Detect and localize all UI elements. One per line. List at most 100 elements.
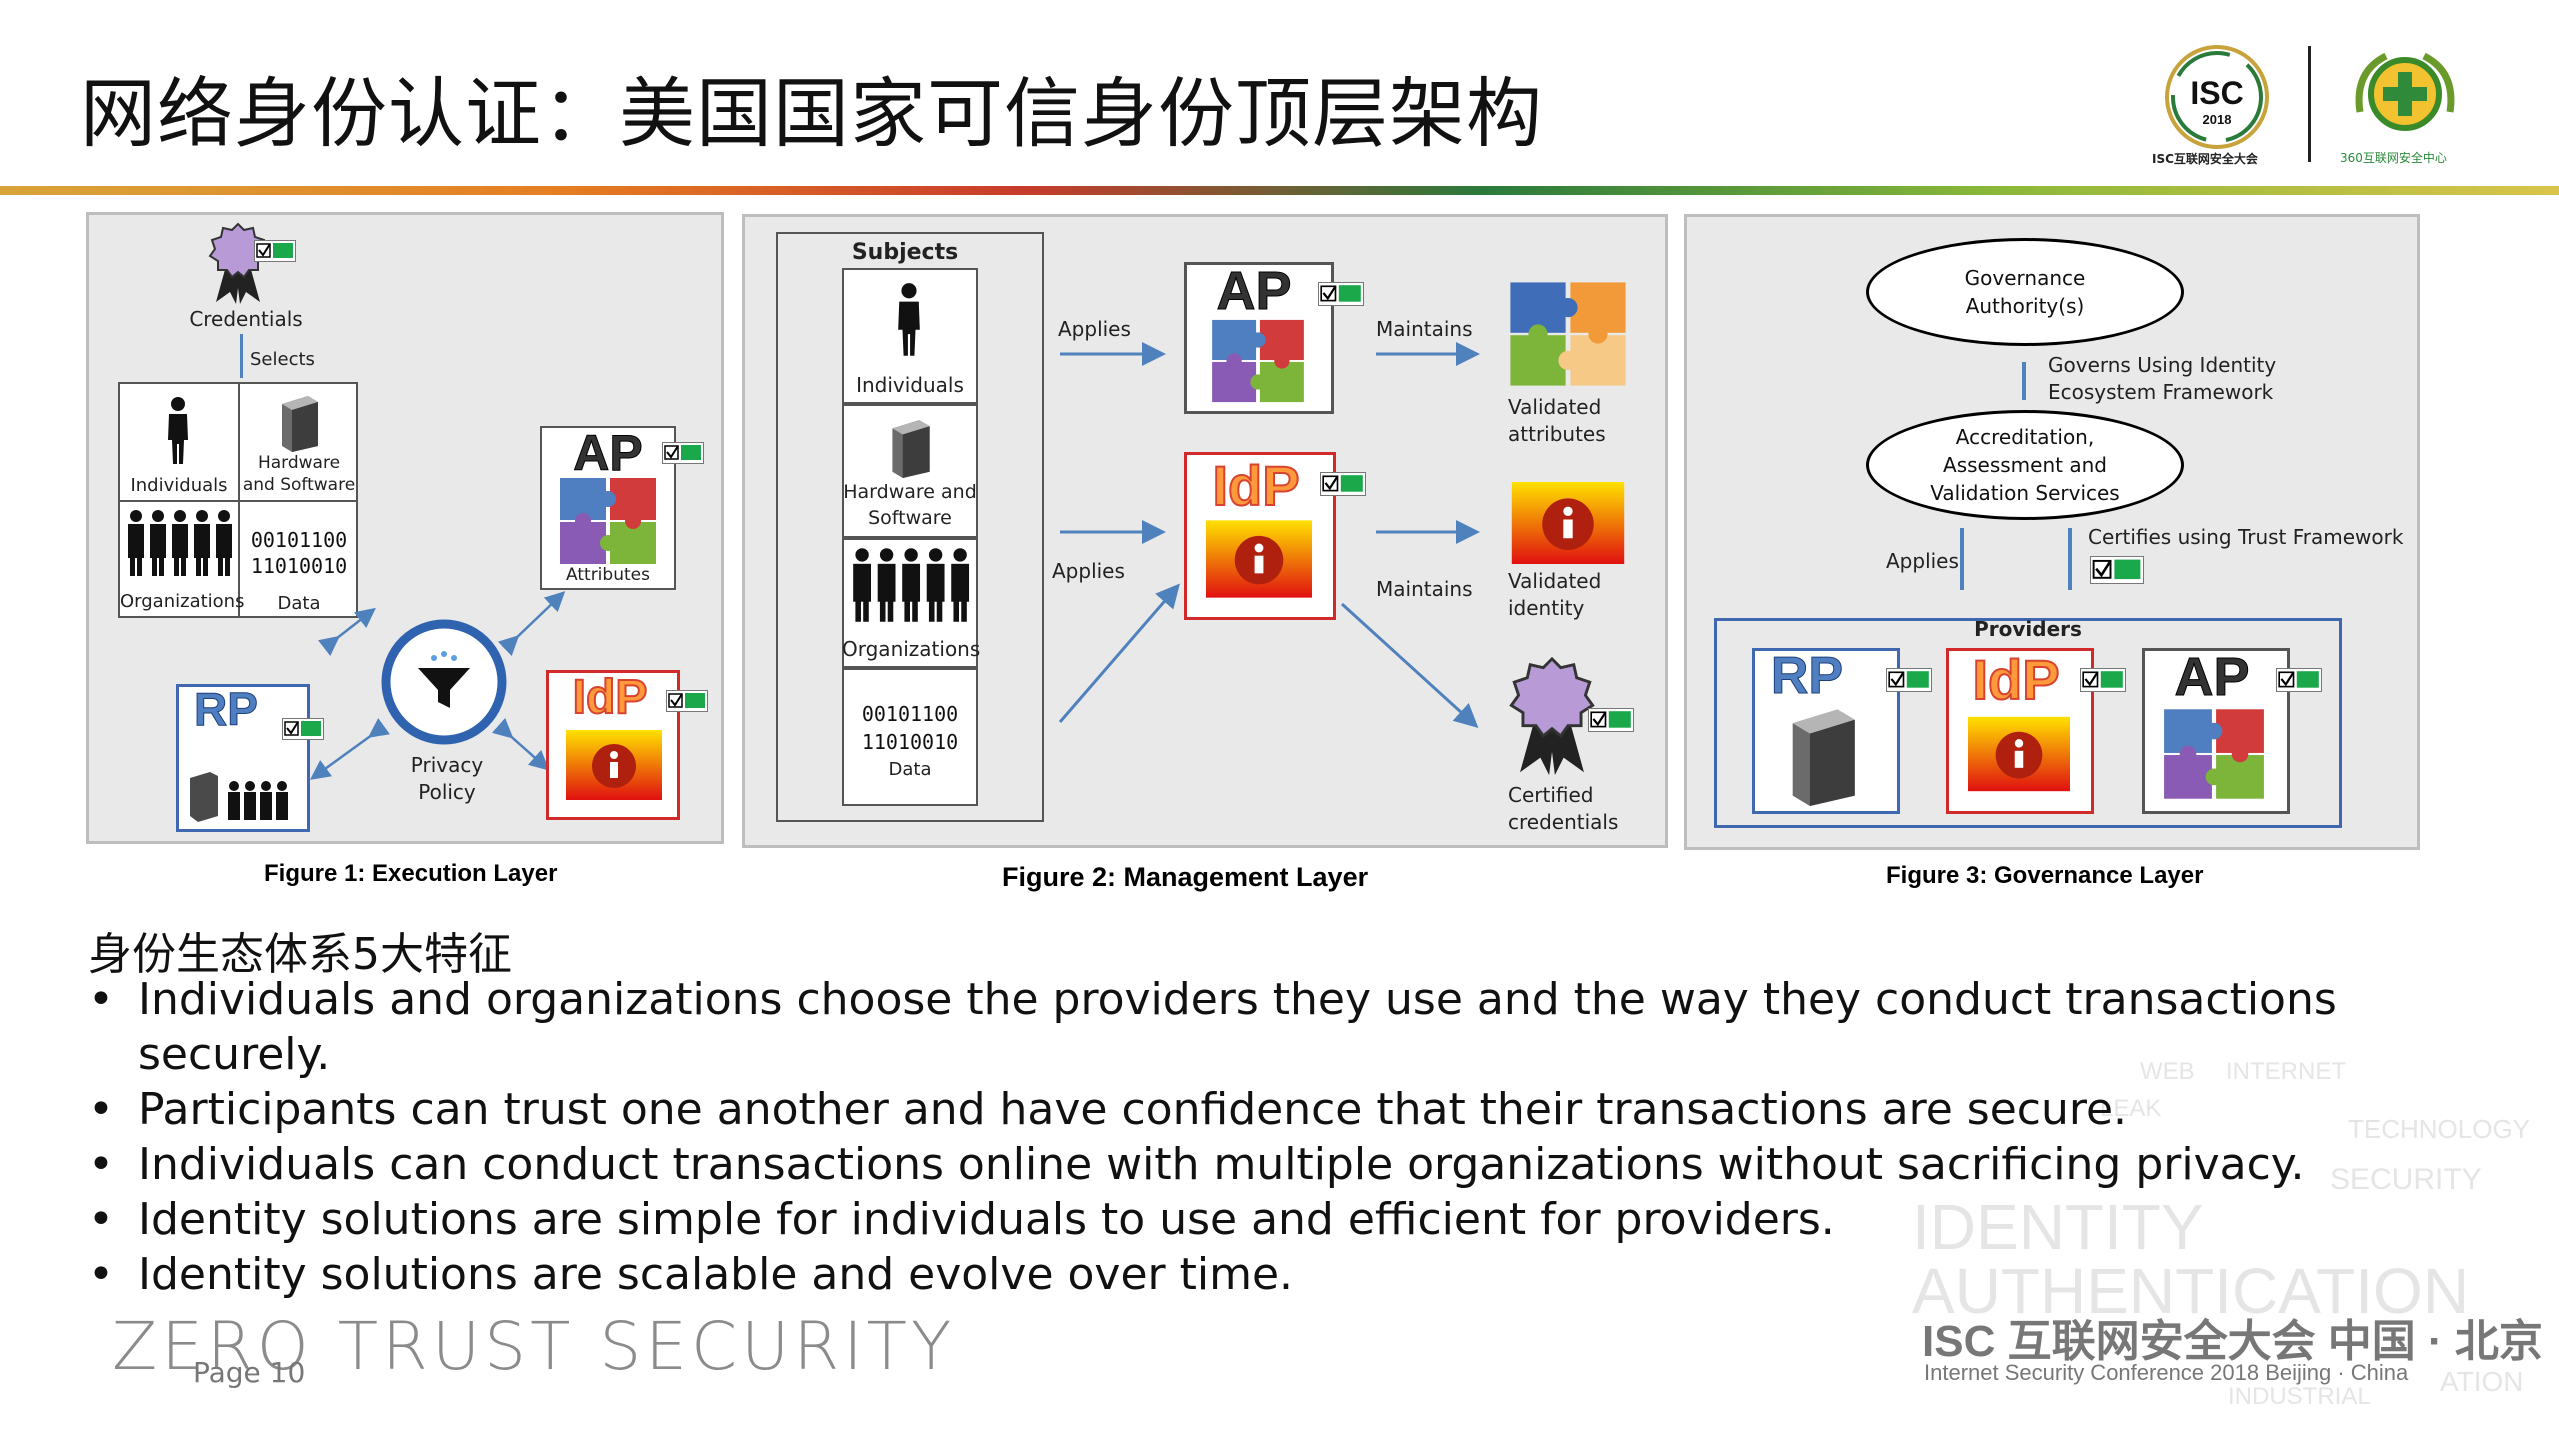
- data-label: Data: [277, 593, 321, 614]
- figure2-arrows: [1058, 342, 1480, 729]
- 360-center-subtitle: 360互联网安全中心: [2340, 151, 2447, 165]
- idp-label: IdP: [1211, 454, 1300, 517]
- rp-label: RP: [194, 683, 259, 735]
- puzzle-icon: [1204, 318, 1312, 404]
- organizations-label: Organizations: [120, 591, 245, 612]
- ap-label: AP: [1216, 261, 1292, 321]
- hardware-label: Hardware and Software: [242, 453, 356, 496]
- isc-logo-year: 2018: [2203, 112, 2232, 127]
- maintains-label: Maintains: [1376, 317, 1473, 341]
- list-item-text: Identity solutions are scalable and evol…: [138, 1249, 1293, 1300]
- ribbon-icon: [1506, 656, 1598, 778]
- puzzle-icon: [558, 476, 658, 566]
- info-icon: [1510, 482, 1626, 564]
- trustmark-icon: [1886, 668, 1932, 692]
- funnel-icon: [378, 616, 510, 748]
- watermark-word: INTERNET: [2226, 1058, 2346, 1085]
- watermark-word: IDENTITY: [1912, 1191, 2204, 1263]
- hardware-label: Hardware and Software: [843, 481, 977, 529]
- validated-identity-label: Validated identity: [1508, 569, 1602, 620]
- trustmark-icon: [2276, 668, 2322, 692]
- trustmark-icon: [666, 690, 708, 712]
- figure1-caption: Figure 1: Execution Layer: [264, 860, 558, 887]
- watermark-word: WEB: [2140, 1058, 2195, 1085]
- grid-divider: [118, 500, 358, 502]
- section-heading: 身份生态体系5大特征: [88, 929, 512, 980]
- watermark-word: SECURITY: [2330, 1163, 2482, 1196]
- isc-logo: ISC 2018: [2162, 42, 2272, 152]
- organizations-icon: [848, 546, 972, 624]
- subject-cell: [842, 668, 978, 806]
- list-item: •Identity solutions are simple for indiv…: [88, 1194, 1835, 1245]
- trustmark-icon: [1318, 282, 1364, 306]
- governs-label: Governs Using Identity Ecosystem Framewo…: [2048, 353, 2277, 404]
- governance-ellipse: Governance Authority(s): [1866, 238, 2184, 346]
- accreditation-label: Accreditation, Assessment and Validation…: [1930, 425, 2120, 505]
- info-icon: [1206, 520, 1312, 598]
- 360-center-logo: [2346, 42, 2464, 146]
- figure3-caption: Figure 3: Governance Layer: [1886, 862, 2204, 889]
- governs-arrow: [2022, 362, 2026, 400]
- watermark-word: ATION: [2440, 1366, 2524, 1397]
- trustmark-icon: [662, 442, 704, 464]
- title-rule: [0, 186, 2559, 195]
- data-bits: 11010010: [250, 554, 348, 578]
- certified-credentials-label: Certified credentials: [1508, 783, 1619, 834]
- figure1-arrows: [309, 591, 566, 780]
- trustmark-icon: [1588, 708, 1634, 732]
- trustmark-icon: [282, 718, 324, 740]
- logo-divider: [2308, 46, 2311, 162]
- feature-list: •Individuals and organizations choose th…: [88, 972, 2388, 1302]
- slide-title: 网络身份认证：美国国家可信身份顶层架构: [80, 69, 1543, 158]
- server-icon: [888, 418, 932, 478]
- selects-label: Selects: [250, 349, 315, 370]
- watermark-word: LEAK: [2100, 1095, 2162, 1122]
- applies-label: Applies: [1052, 559, 1125, 583]
- individuals-label: Individuals: [856, 373, 964, 397]
- isc-logo-text: ISC: [2190, 75, 2243, 111]
- ribbon-icon: [208, 222, 268, 306]
- server-people-icon: [188, 770, 298, 822]
- validated-attributes-label: Validated attributes: [1508, 395, 1606, 446]
- puzzle-icon: [2162, 706, 2266, 802]
- organizations-icon: [124, 508, 234, 578]
- zero-trust-wordmark: ZERO TRUST SECURITY: [112, 1308, 956, 1385]
- idp-label: IdP: [1971, 648, 2060, 711]
- watermark-word: AUTHENTICATION: [1912, 1255, 2470, 1327]
- credentials-label: Credentials: [189, 307, 303, 331]
- certifies-arrow: [2068, 528, 2072, 590]
- person-icon: [166, 396, 190, 466]
- trustmark-icon: [2090, 556, 2144, 584]
- applies-label: Applies: [1058, 317, 1131, 341]
- list-item-text: Identity solutions are simple for indivi…: [138, 1194, 1835, 1245]
- conference-name-cn: ISC 互联网安全大会 中国 · 北京: [1922, 1317, 2543, 1366]
- attributes-label: Attributes: [566, 565, 650, 585]
- list-item: •Individuals can conduct transactions on…: [88, 1139, 2305, 1190]
- idp-label: IdP: [572, 671, 649, 724]
- conference-name-en: Internet Security Conference 2018 Beijin…: [1924, 1360, 2409, 1385]
- data-bits: 00101100: [250, 528, 348, 552]
- applies-label: Applies: [1886, 549, 1959, 573]
- info-icon: [566, 730, 662, 800]
- list-item-text: Individuals can conduct transactions onl…: [138, 1139, 2305, 1190]
- subjects-title: Subjects: [851, 240, 959, 265]
- server-icon: [278, 394, 320, 452]
- privacy-label: Privacy Policy: [410, 753, 484, 804]
- puzzle-icon: [1508, 278, 1628, 390]
- organizations-label: Organizations: [842, 637, 981, 661]
- governance-label: Governance Authority(s): [1964, 266, 2086, 318]
- providers-box: [1714, 618, 2342, 828]
- trustmark-icon: [254, 240, 296, 262]
- data-bits: 11010010: [861, 730, 959, 754]
- list-item-text: Individuals and organizations choose the…: [138, 974, 2337, 1080]
- isc-logo-subtitle: ISC互联网安全大会: [2152, 152, 2258, 166]
- watermark-word: INDUSTRIAL: [2228, 1383, 2371, 1410]
- ap-label: AP: [573, 425, 643, 481]
- applies-arrow: [1960, 528, 1964, 590]
- server-icon: [1784, 706, 1860, 806]
- person-icon: [896, 282, 922, 358]
- selects-arrow: [240, 334, 243, 378]
- ap-label: AP: [2174, 647, 2250, 707]
- certifies-label: Certifies using Trust Framework: [2088, 525, 2404, 549]
- list-item-text: Participants can trust one another and h…: [138, 1084, 2128, 1135]
